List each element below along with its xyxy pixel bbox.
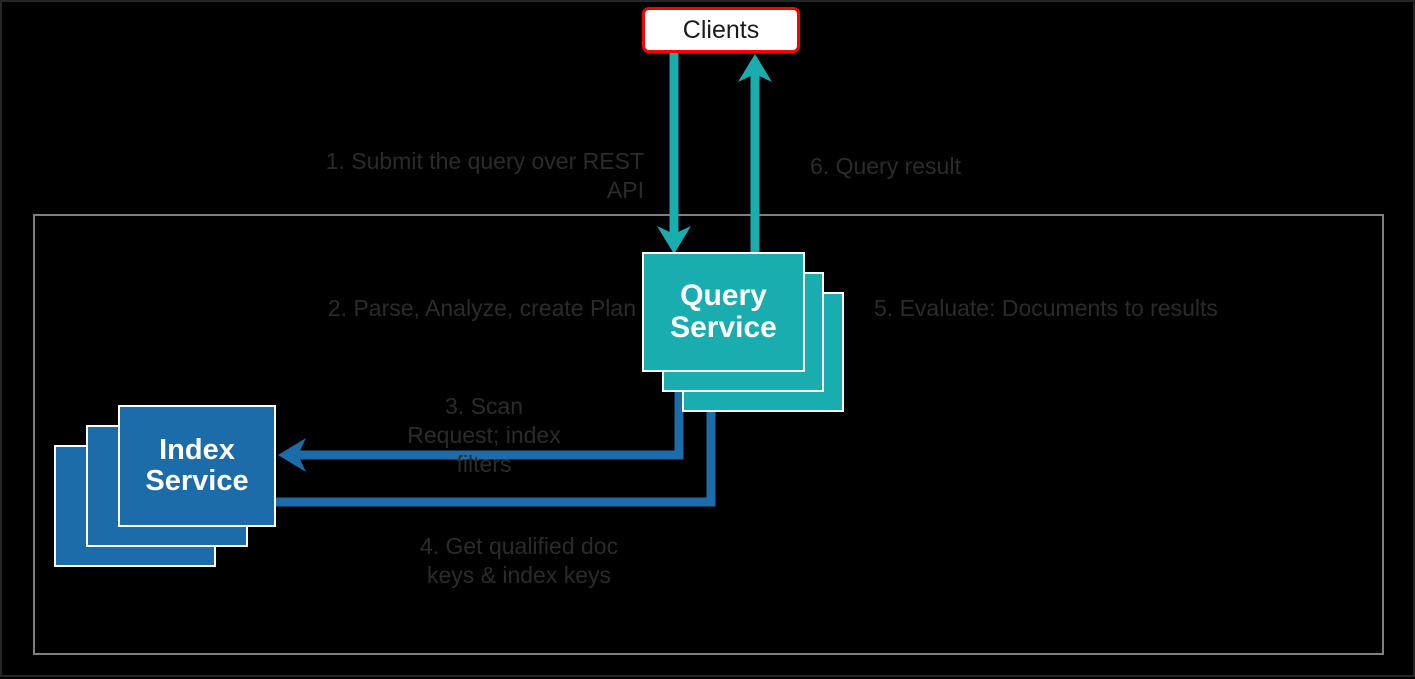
step-label-1: 1. Submit the query over REST API: [224, 147, 644, 205]
node-index-service-text: Index Service: [120, 407, 274, 525]
node-query-service-line1: Query: [680, 278, 767, 312]
node-clients-label: Clients: [682, 15, 760, 44]
step-label-5: 5. Evaluate: Documents to results: [874, 294, 1344, 323]
node-query-service[interactable]: Query Service: [642, 252, 844, 412]
step-label-6-line-1: 6. Query result: [810, 153, 961, 179]
node-query-service-text: Query Service: [644, 254, 803, 370]
arrow-query-result: [738, 54, 772, 254]
step-label-4: 4. Get qualified doc keys & index keys: [384, 532, 654, 590]
step-label-3-line-1: 3. Scan: [445, 393, 523, 419]
node-index-service-front[interactable]: Index Service: [118, 405, 276, 527]
step-label-3: 3. Scan Request; index filters: [380, 392, 588, 480]
step-label-6: 6. Query result: [810, 152, 1070, 181]
step-label-1-line-2: API: [606, 177, 644, 204]
step-label-1-line-1: 1. Submit the query over REST: [325, 148, 644, 174]
arrow-scan-request: [278, 374, 684, 472]
step-label-4-line-2: keys & index keys: [426, 562, 612, 589]
node-query-service-front[interactable]: Query Service: [642, 252, 805, 372]
step-label-2: 2. Parse, Analyze, create Plan: [224, 294, 636, 323]
step-label-5-line-1: 5. Evaluate: Documents to results: [874, 295, 1218, 321]
node-index-service[interactable]: Index Service: [54, 405, 276, 568]
arrow-submit-query: [657, 52, 691, 254]
node-clients[interactable]: Clients: [642, 7, 800, 53]
node-index-service-line1: Index: [159, 433, 235, 466]
step-label-4-line-1: 4. Get qualified doc: [419, 533, 619, 559]
step-label-3-line-2: Request; index: [407, 422, 561, 449]
step-label-3-line-3: filters: [456, 451, 512, 478]
node-query-service-line2: Service: [670, 311, 777, 344]
node-index-service-line2: Service: [145, 465, 249, 497]
cluster-boundary-rectangle: [33, 214, 1384, 655]
step-label-2-line-1: 2. Parse, Analyze, create Plan: [327, 295, 636, 321]
